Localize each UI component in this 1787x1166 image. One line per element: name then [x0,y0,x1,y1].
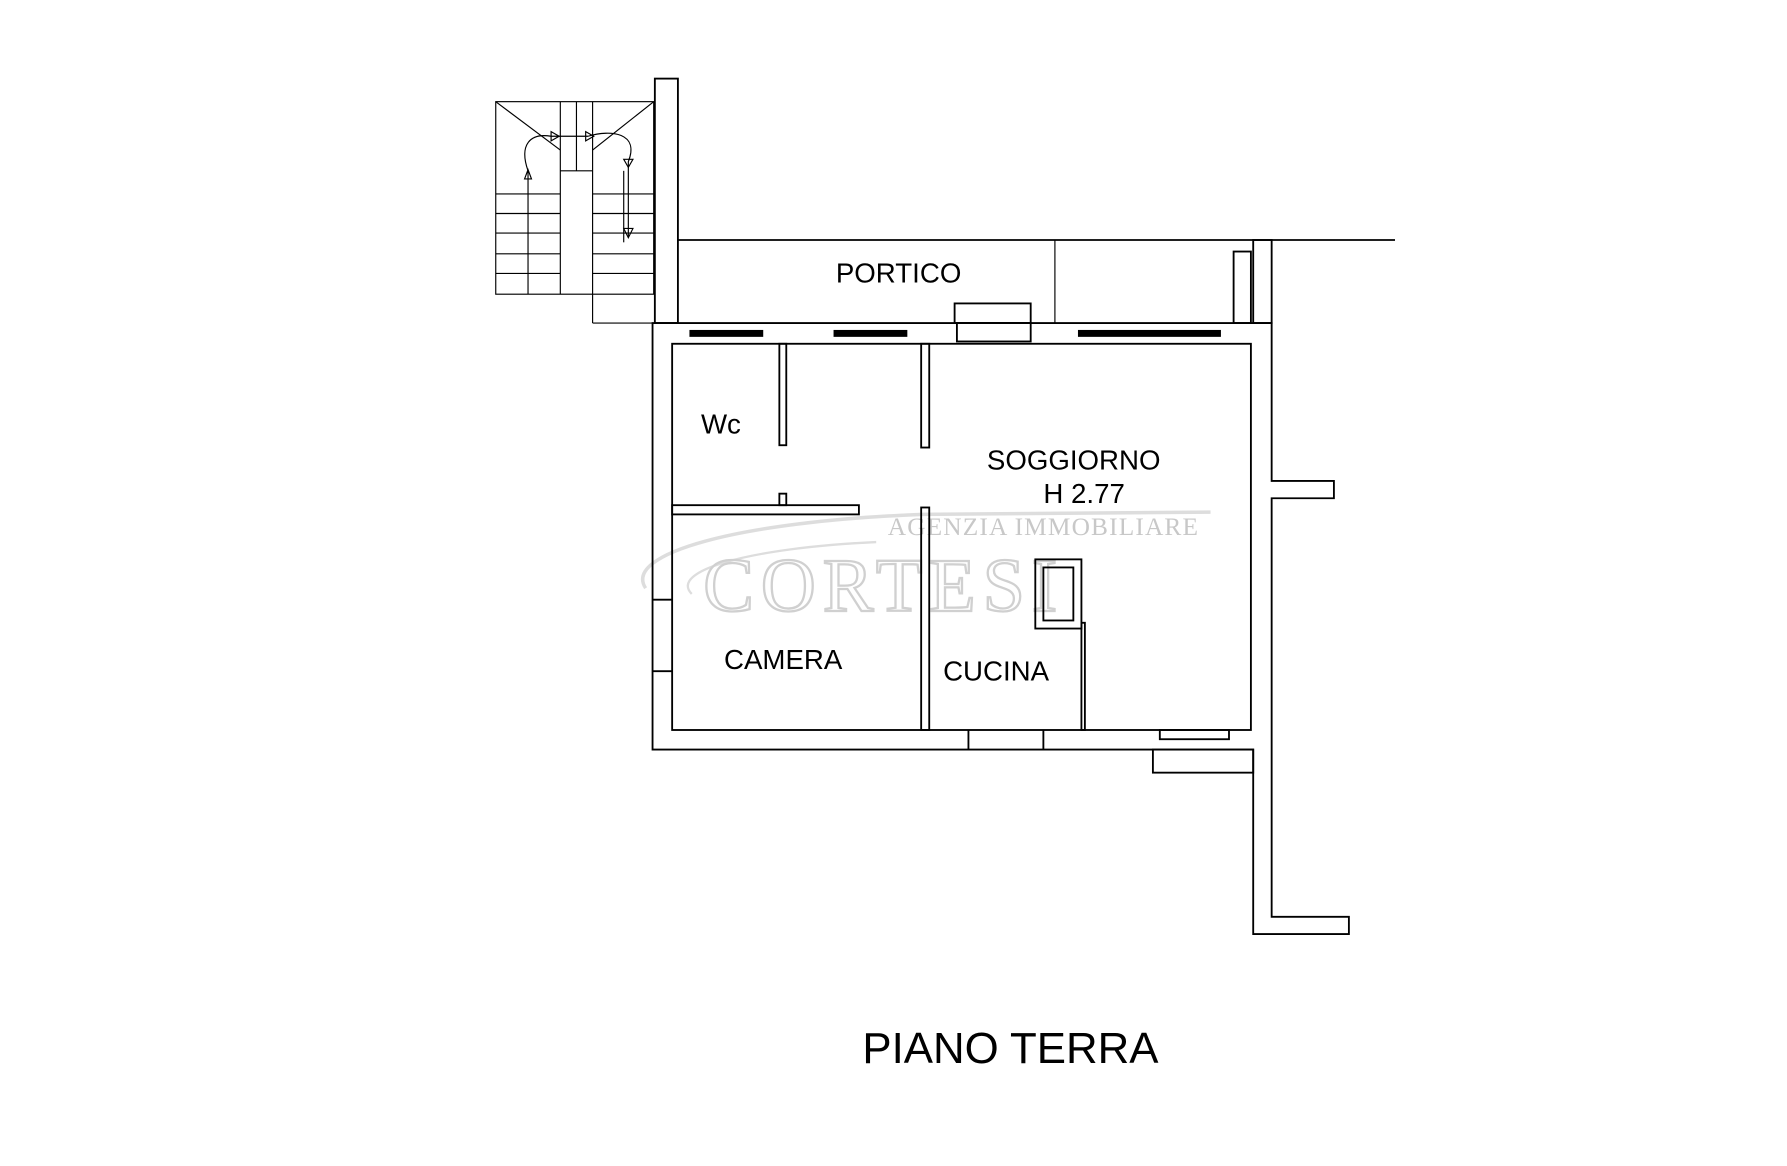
room-label-camera: CAMERA [724,644,843,675]
room-height-soggiorno: H 2.77 [1043,478,1124,509]
portico-area [653,77,1396,324]
room-label-cucina: CUCINA [943,655,1050,686]
staircase [495,101,655,324]
room-label-portico: PORTICO [836,258,962,289]
watermark-cortesi: CORTESI [703,544,1064,628]
room-label-soggiorno: SOGGIORNO [987,444,1161,475]
room-label-wc: Wc [701,409,741,440]
watermark: AGENZIA IMMOBILIARE CORTESI [641,510,1211,629]
floor-title: PIANO TERRA [862,1024,1159,1073]
watermark-agency: AGENZIA IMMOBILIARE [888,513,1199,541]
walls [651,322,1350,935]
